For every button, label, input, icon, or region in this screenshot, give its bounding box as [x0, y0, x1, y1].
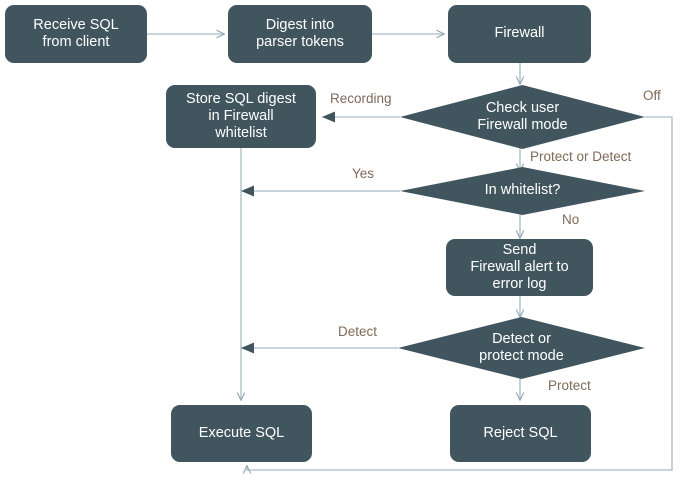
node-alert-label: Send Firewall alert to error log: [470, 241, 569, 293]
decision-checkmode-label: Check user Firewall mode: [477, 99, 568, 133]
node-digest-label: Digest into parser tokens: [256, 16, 344, 50]
node-receive-sql[interactable]: Receive SQL from client: [5, 5, 147, 63]
node-firewall-label: Firewall: [494, 25, 545, 42]
node-store-sql-digest[interactable]: Store SQL digest in Firewall whitelist: [166, 85, 316, 148]
node-store-label: Store SQL digest in Firewall whitelist: [186, 90, 296, 142]
edge-checkmode-off-to-execute: [247, 116, 673, 470]
edge-label-protect: Protect: [548, 378, 591, 393]
node-execute-sql[interactable]: Execute SQL: [171, 405, 312, 462]
decision-inwhitelist-label: In whitelist?: [484, 182, 561, 199]
node-send-firewall-alert[interactable]: Send Firewall alert to error log: [446, 239, 593, 296]
edge-label-detect: Detect: [338, 324, 378, 339]
node-execute-label: Execute SQL: [198, 424, 285, 441]
node-reject-label: Reject SQL: [483, 424, 558, 441]
edge-label-protect-or-detect: Protect or Detect: [530, 149, 632, 164]
node-reject-sql[interactable]: Reject SQL: [450, 405, 591, 462]
edge-label-recording: Recording: [330, 91, 392, 106]
edge-label-off: Off: [643, 88, 661, 103]
node-receive-sql-label: Receive SQL from client: [33, 16, 119, 50]
edge-label-no: No: [562, 212, 580, 227]
node-firewall[interactable]: Firewall: [448, 5, 591, 63]
node-digest-into-parser-tokens[interactable]: Digest into parser tokens: [228, 5, 372, 63]
edge-label-yes: Yes: [352, 166, 375, 181]
decision-detectmode-label: Detect or protect mode: [479, 330, 564, 364]
